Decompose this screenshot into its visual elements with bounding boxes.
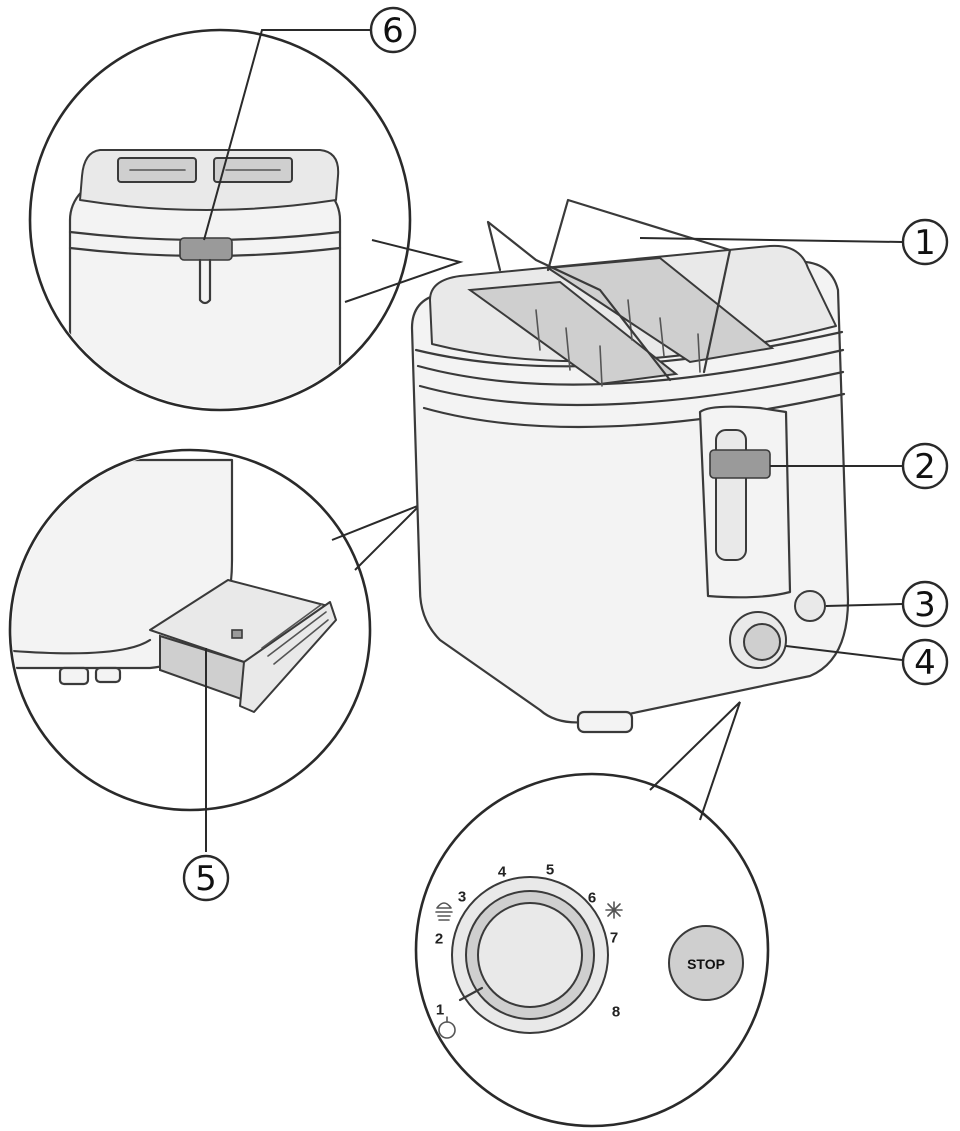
dial-number-6: 6: [588, 890, 596, 907]
dial-number-4: 4: [498, 864, 507, 881]
defrost-icon: [605, 901, 623, 919]
dial-number-3: 3: [458, 889, 466, 906]
bread-slot-right: [545, 256, 775, 364]
stop-button: [668, 925, 744, 1001]
callout-2: 2: [901, 442, 949, 490]
dial-pointer: [458, 986, 484, 1002]
dial-number-5: 5: [546, 862, 554, 879]
callout-3: 3: [901, 580, 949, 628]
zoom-crumb-tray-detail: [8, 448, 421, 852]
lever-zoomed: [179, 237, 233, 261]
leader-3: [825, 603, 903, 607]
callout-1: 1: [901, 218, 949, 266]
svg-text:5: 5: [195, 859, 217, 899]
svg-text:4: 4: [914, 643, 936, 683]
zoom-control-panel: 1 2 3 4 5 6 7 8 STOP: [414, 701, 770, 1128]
stop-label: STOP: [687, 956, 725, 972]
svg-text:3: 3: [914, 585, 936, 625]
svg-text:6: 6: [382, 11, 404, 51]
lever-main: [709, 449, 771, 479]
leader-4: [785, 645, 903, 661]
svg-text:2: 2: [914, 447, 936, 487]
bun-warming-icon: [435, 902, 453, 921]
svg-text:1: 1: [914, 223, 936, 263]
callout-5: 5: [182, 854, 230, 902]
reheat-icon: [438, 1016, 456, 1039]
callout-4: 4: [901, 638, 949, 686]
bread-slot-left: [467, 280, 679, 386]
zoom-lever-detail: [28, 28, 464, 412]
leader-1: [639, 237, 903, 243]
toaster-body: [410, 198, 850, 734]
callout-6: 6: [369, 6, 417, 54]
stop-button-main: [794, 590, 826, 622]
dial-number-2: 2: [435, 931, 443, 948]
dial-number-1: 1: [436, 1002, 444, 1019]
dial-number-8: 8: [612, 1004, 620, 1021]
leader-6: [203, 29, 370, 241]
bun-warming-rack: [486, 220, 672, 382]
dial-number-7: 7: [610, 930, 618, 947]
